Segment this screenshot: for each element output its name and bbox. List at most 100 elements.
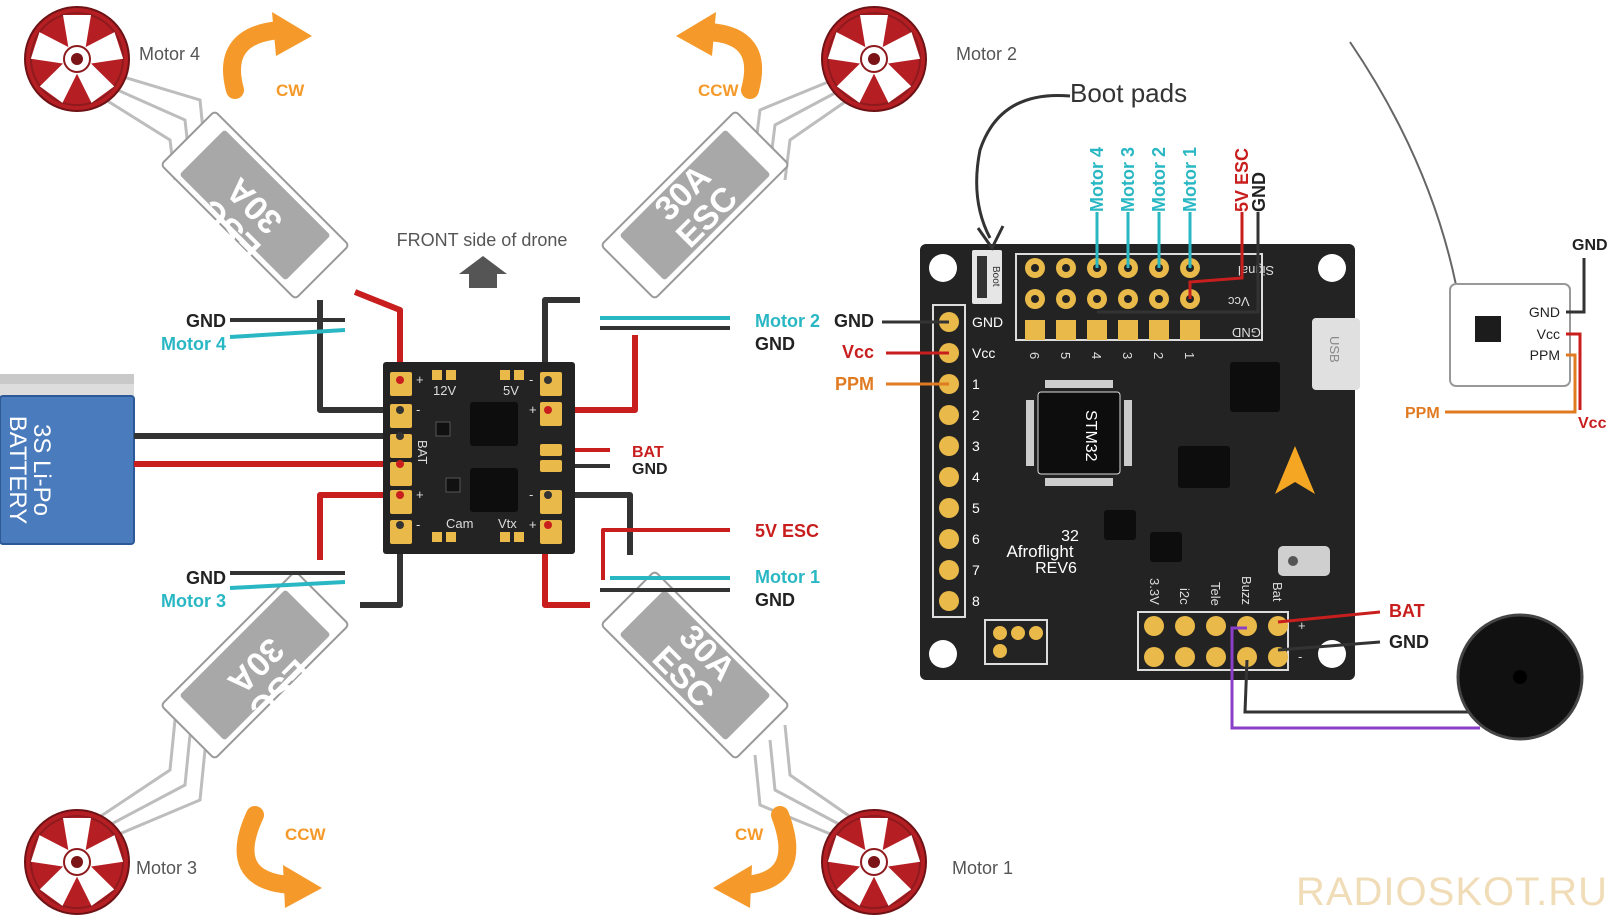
input-label-5: 5 [972, 500, 980, 516]
fc-name-line2: Afroflight [1006, 542, 1073, 561]
aux-label-bat: Bat [1270, 582, 1285, 602]
battery: 3S Li-Po BATTERY [0, 374, 135, 545]
fc-bat-label: BAT [1389, 601, 1425, 621]
usb-label: USB [1327, 336, 1342, 363]
rotation-arrow-motor1: CW [713, 806, 797, 908]
input-label-6: 6 [972, 531, 980, 547]
fc-vcc-label: Vcc [842, 342, 874, 362]
watermark: RADIOSKOT.RU [1296, 870, 1608, 914]
receiver-vcc-label: Vcc [1578, 415, 1607, 432]
gnd-label-motor4: GND [186, 311, 226, 331]
pdb-sign-minus-4: - [529, 487, 533, 502]
fc-ppm-label: PPM [835, 374, 874, 394]
pdb-label-bat: BAT [415, 440, 430, 464]
esc5v-wire-label: 5V ESC [755, 521, 819, 541]
fc-name-line1: 32 [1061, 528, 1079, 545]
rotation-arrow-motor2: CCW [676, 12, 763, 100]
receiver-gnd-label: GND [1572, 237, 1608, 254]
output-number-2: 2 [1151, 352, 1166, 359]
input-label-2: 2 [972, 407, 980, 423]
pdb-sign-minus-1: - [416, 402, 420, 417]
input-label-4: 4 [972, 469, 980, 485]
battery-label-line1: 3S Li-Po [28, 424, 55, 516]
motor1 [821, 809, 927, 915]
fc-gnd-label: GND [834, 311, 874, 331]
pdb-sign-plus-1: + [416, 372, 424, 387]
input-label-7: 7 [972, 562, 980, 578]
top-label-gnd: GND [1249, 172, 1269, 212]
pdb-sign-minus-2: - [529, 372, 533, 387]
front-arrow-icon [459, 256, 507, 288]
receiver-pin-vcc: Vcc [1537, 326, 1560, 342]
receiver-pin-gnd: GND [1529, 304, 1560, 320]
motor2-label: Motor 2 [956, 44, 1017, 64]
esc-wires [229, 289, 730, 608]
input-label-8: 8 [972, 593, 980, 609]
motor3-wires [94, 719, 207, 842]
pdb-bat-label: BAT [632, 444, 664, 461]
output-number-6: 6 [1027, 352, 1042, 359]
receiver-ppm-label: PPM [1405, 405, 1440, 422]
boot-label: Boot [990, 266, 1001, 287]
motor4-label: Motor 4 [139, 44, 200, 64]
top-label-motor3: Motor 3 [1118, 147, 1138, 212]
motor2-wire-label: Motor 2 [755, 311, 820, 331]
input-label-gnd: GND [972, 314, 1003, 330]
motor3-label: Motor 3 [136, 858, 197, 878]
fc-gnd-aux-label: GND [1389, 632, 1429, 652]
input-label-vcc: Vcc [972, 345, 995, 361]
top-label-motor1: Motor 1 [1180, 147, 1200, 212]
header-gnd-label: GND [1232, 325, 1261, 340]
pdb-label-cam: Cam [446, 516, 473, 531]
pdb-sign-plus-3: + [416, 487, 424, 502]
receiver-pin-ppm: PPM [1530, 347, 1560, 363]
mcu-chip-label: STM32 [1082, 410, 1099, 462]
aux-label-3v3: 3.3V [1147, 578, 1162, 605]
motor4-wire-label: Motor 4 [161, 334, 226, 354]
motor3 [24, 809, 130, 915]
aux-sign-minus: - [1298, 649, 1302, 664]
motor1-wires [753, 724, 856, 842]
rotation-label-motor4: CW [276, 81, 305, 100]
output-number-4: 4 [1089, 352, 1104, 359]
pdb-label-vtx: Vtx [498, 516, 517, 531]
output-number-1: 1 [1182, 352, 1197, 359]
pdb-gnd-label: GND [632, 461, 668, 478]
aux-sign-plus: + [1298, 618, 1306, 633]
top-label-motor4: Motor 4 [1087, 147, 1107, 212]
motor3-wire-label: Motor 3 [161, 591, 226, 611]
header-signal-label: Signal [1238, 263, 1274, 278]
gnd-label-motor3: GND [186, 568, 226, 588]
receiver-wires [1445, 258, 1586, 414]
pdb-sign-minus-3: - [416, 517, 420, 532]
header-vcc-label: Vcc [1228, 294, 1250, 309]
boot-pads-arrow-head [976, 225, 1005, 251]
pdb-sign-plus-4: + [529, 517, 537, 532]
flight-controller-board: Boot Signal Vcc GND 6 5 4 3 2 1 GND Vcc … [920, 244, 1360, 680]
boot-pads-arrow [975, 93, 1071, 239]
rotation-arrow-motor4: CW [223, 12, 312, 100]
front-side-label: FRONT side of drone [397, 230, 568, 250]
esc-motor2: 30A ESC [599, 109, 791, 301]
orientation-arrow-icon [1275, 446, 1315, 494]
top-label-5v-esc: 5V ESC [1232, 148, 1252, 212]
motor4 [24, 6, 130, 112]
aux-label-i2c: i2c [1177, 588, 1192, 605]
pdb-label-5v: 5V [503, 383, 519, 398]
battery-label-line2: BATTERY [4, 416, 31, 524]
aux-label-tele: Tele [1208, 582, 1223, 606]
rotation-arrow-motor3: CCW [236, 806, 327, 908]
fc-name-line3: REV6 [1035, 560, 1077, 577]
pdb-sign-plus-2: + [529, 402, 537, 417]
output-number-5: 5 [1058, 352, 1073, 359]
motor2 [821, 6, 927, 112]
output-number-3: 3 [1120, 352, 1135, 359]
input-label-3: 3 [972, 438, 980, 454]
pdb-label-12v: 12V [433, 383, 456, 398]
buzzer [1456, 613, 1584, 741]
motor1-wire-label: Motor 1 [755, 567, 820, 587]
fc-wires [882, 212, 1480, 730]
rotation-label-motor2: CCW [698, 81, 740, 100]
rotation-label-motor1: CW [735, 825, 764, 844]
gnd-label-motor1: GND [755, 590, 795, 610]
